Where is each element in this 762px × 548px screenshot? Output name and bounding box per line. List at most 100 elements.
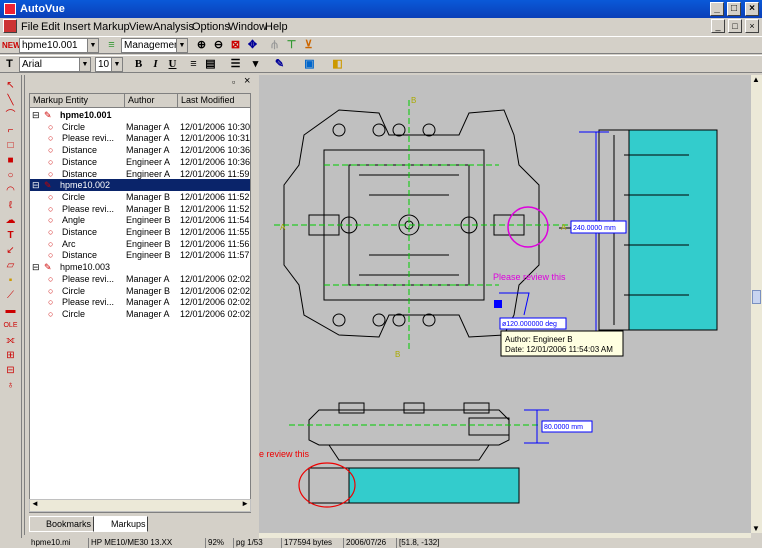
align-icon[interactable]: ⫛ [271, 39, 278, 51]
layers-icon[interactable]: ≡ [108, 39, 115, 51]
scroll-down-icon[interactable]: ▼ [752, 524, 760, 533]
new-markup-button[interactable]: NEW [2, 41, 21, 50]
line-tool-icon[interactable]: ╲ [7, 95, 14, 106]
circle-tool-icon[interactable]: ○ [7, 170, 14, 181]
properties-icon[interactable]: ⊻ [304, 39, 313, 51]
col-author[interactable]: Author [125, 94, 178, 108]
select-arrow-icon[interactable]: ↖ [6, 80, 15, 91]
tree-file-node[interactable]: ⊟✎hpme10.003 [30, 261, 250, 273]
polyline-tool-icon[interactable]: ⌐ [7, 125, 14, 136]
bold-button[interactable]: B [134, 58, 143, 70]
chevron-down-icon[interactable]: ▼ [176, 39, 187, 52]
note-review-red[interactable]: e review this [259, 449, 310, 459]
color-picker-icon[interactable]: ▾ [252, 58, 259, 70]
mdi-close-button[interactable]: × [745, 19, 759, 33]
chevron-down-icon[interactable]: ▼ [87, 39, 98, 52]
zoom-out-icon[interactable]: ⊖ [213, 39, 224, 51]
pen-icon[interactable]: ✎ [274, 58, 285, 70]
scroll-left-icon[interactable]: ◄ [31, 499, 39, 508]
font-size-combo[interactable]: 10▼ [95, 57, 123, 72]
col-last-modified[interactable]: Last Modified [178, 94, 250, 108]
calibrate-tool-icon[interactable]: ⊞ [6, 350, 15, 361]
maximize-button[interactable]: □ [727, 2, 741, 16]
menu-window[interactable]: Window [228, 21, 268, 33]
tab-bookmarks[interactable]: Bookmarks [29, 516, 94, 532]
tree-horizontal-scrollbar[interactable]: ◄ ► [29, 499, 251, 512]
panel-close-icon[interactable]: × [244, 75, 251, 87]
move-icon[interactable]: ✥ [247, 39, 258, 51]
markup-circle-red[interactable] [298, 462, 356, 508]
menu-analysis[interactable]: Analysis [153, 21, 194, 33]
cloud-tool-icon[interactable]: ☁ [5, 215, 16, 226]
note-please-review[interactable]: Please review this [493, 272, 566, 282]
expand-icon[interactable]: ⊟ [32, 110, 40, 120]
color-fill-icon[interactable]: ◧ [332, 58, 343, 70]
mdi-minimize-button[interactable]: _ [711, 19, 725, 33]
expand-icon[interactable]: ⊟ [32, 262, 40, 273]
sketch-tool-icon[interactable]: ℓ [8, 200, 13, 211]
chevron-down-icon[interactable]: ▼ [111, 58, 122, 71]
scroll-up-icon[interactable]: ▲ [752, 75, 760, 84]
menu-edit[interactable]: Edit [41, 21, 60, 33]
menu-markup[interactable]: Markup [93, 21, 130, 33]
leader-tool-icon[interactable]: ↙ [6, 245, 15, 256]
scroll-thumb[interactable] [752, 290, 761, 304]
stamp-icon[interactable]: ▣ [304, 58, 315, 70]
menu-view[interactable]: View [129, 21, 153, 33]
mdi-restore-button[interactable]: □ [728, 19, 742, 33]
italic-button[interactable]: I [153, 58, 158, 70]
zoom-in-icon[interactable]: ⊕ [196, 39, 207, 51]
filled-rect-tool-icon[interactable]: ■ [7, 155, 14, 166]
fill-style-icon[interactable]: ▤ [205, 58, 216, 70]
menu-insert[interactable]: Insert [63, 21, 91, 33]
stamp-tool-icon[interactable]: ⊟ [6, 365, 15, 376]
menu-help[interactable]: Help [265, 21, 288, 33]
menu-file[interactable]: File [21, 21, 39, 33]
arc-tool-icon[interactable]: ⌒ [5, 110, 16, 121]
line-style-icon[interactable]: ≡ [190, 58, 197, 70]
menu-options[interactable]: Options [192, 21, 230, 33]
view-horizontal-scrollbar[interactable] [259, 533, 751, 538]
tree-file-node[interactable]: ⊟✎hpme10.001 [30, 109, 250, 121]
close-button[interactable]: × [745, 2, 759, 16]
panel-pin-icon[interactable]: ▫ [232, 77, 236, 87]
underline-button[interactable]: U [168, 58, 177, 70]
line-width-icon[interactable]: ☰ [230, 58, 241, 70]
text-tool-icon[interactable]: T [7, 230, 14, 241]
font-combo[interactable]: Arial▼ [19, 57, 91, 72]
tree-file-node[interactable]: ⊟✎hpme10.002 [30, 179, 250, 192]
scroll-right-icon[interactable]: ► [241, 499, 249, 508]
chevron-down-icon[interactable]: ▼ [79, 58, 90, 71]
rectangle-tool-icon[interactable]: □ [7, 140, 14, 151]
symbol-tool-icon[interactable]: ♁ [6, 380, 15, 391]
minimize-button[interactable]: _ [710, 2, 724, 16]
ruler-tool-icon[interactable]: ▬ [5, 305, 16, 316]
measure-tool-icon[interactable]: ⟋ [7, 290, 14, 301]
drawing-view[interactable]: 240.0000 mm Please review this ø120.0000… [259, 75, 751, 533]
tab-markups[interactable]: Markups [94, 516, 148, 532]
highlight-tool-icon[interactable]: ▱ [6, 260, 15, 271]
ole-tool-icon[interactable]: OLE [3, 322, 18, 329]
hyperlink-tool-icon[interactable]: ⟗ [6, 335, 15, 346]
col-markup-entity[interactable]: Markup Entity [30, 94, 125, 108]
delete-markup-icon[interactable]: ⊠ [230, 39, 241, 51]
layer-combo[interactable]: Management▼ [121, 38, 188, 53]
markup-circle[interactable] [507, 206, 549, 248]
note-tool-icon[interactable]: ▪ [8, 275, 13, 286]
view-vertical-scrollbar[interactable]: ▲ ▼ [751, 75, 762, 533]
expand-icon[interactable]: ⊟ [32, 180, 40, 191]
ellipse-tool-icon[interactable]: ◠ [6, 185, 15, 196]
